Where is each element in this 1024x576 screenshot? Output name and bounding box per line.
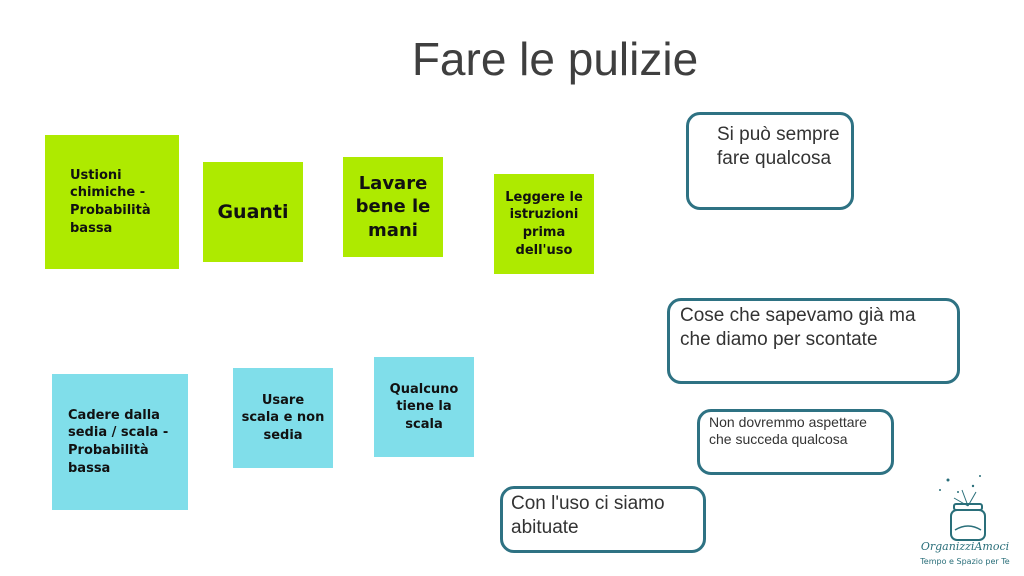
comment-text: Con l'uso ci siamo abituate: [511, 493, 665, 538]
sticky-note-usare-scala: Usare scala e non sedia: [233, 368, 333, 468]
jar-logo-icon: [939, 475, 986, 541]
sticky-note-text: Ustioni chimiche - Probabilità bassa: [70, 167, 151, 236]
comment-box-cose: Cose che sapevamo già ma che diamo per s…: [667, 298, 960, 384]
logo-tagline: Tempo e Spazio per Te: [920, 557, 1010, 566]
sticky-note-leggere: Leggere le istruzioni prima dell'uso: [494, 174, 594, 274]
sticky-note-text: Qualcuno tiene la scala: [389, 381, 459, 432]
sticky-note-text: Leggere le istruzioni prima dell'uso: [505, 189, 583, 258]
comment-box-con-luso: Con l'uso ci siamo abituate: [500, 486, 706, 553]
sticky-note-text: Usare scala e non sedia: [241, 392, 325, 443]
sticky-note-qualcuno: Qualcuno tiene la scala: [374, 357, 474, 457]
comment-box-non-dovremmo: Non dovremmo aspettare che succeda qualc…: [697, 409, 894, 475]
comment-text: Cose che sapevamo già ma che diamo per s…: [680, 305, 916, 350]
sticky-note-text: Cadere dalla sedia / scala - Probabilità…: [68, 407, 169, 476]
slide-title: Fare le pulizie: [411, 33, 699, 85]
sticky-note-cadere: Cadere dalla sedia / scala - Probabilità…: [52, 374, 188, 510]
sticky-note-guanti: Guanti: [203, 162, 303, 262]
sticky-note-text: Guanti: [217, 201, 289, 223]
sticky-note-lavare: Lavare bene le mani: [343, 157, 443, 257]
comment-box-si-puo: Si può sempre fare qualcosa: [686, 112, 854, 210]
sticky-note-text: Lavare bene le mani: [355, 172, 431, 241]
comment-text: Si può sempre fare qualcosa: [717, 124, 840, 169]
logo-name: OrganizziAmoci: [920, 540, 1010, 553]
sticky-note-ustioni: Ustioni chimiche - Probabilità bassa: [45, 135, 179, 269]
comment-text: Non dovremmo aspettare che succeda qualc…: [709, 414, 867, 447]
